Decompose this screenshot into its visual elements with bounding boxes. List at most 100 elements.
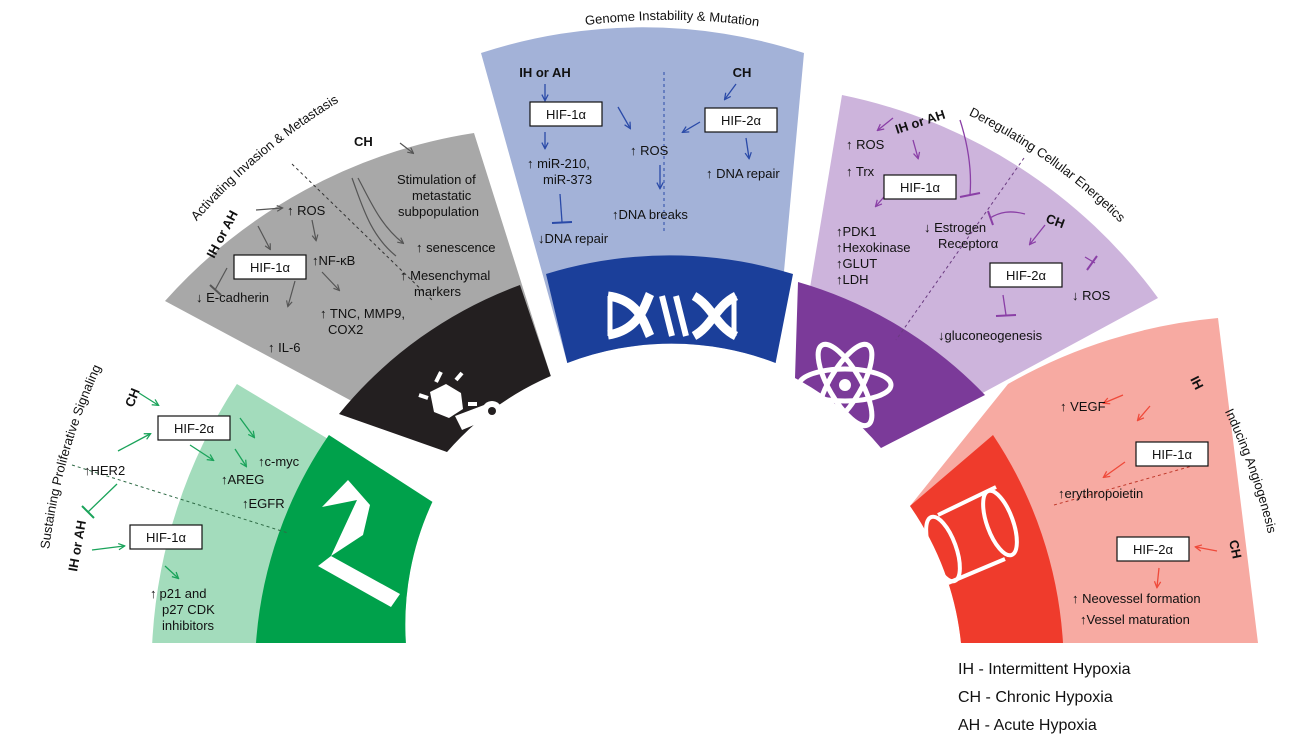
invasion-mes-row: ↑ Mesenchymal (400, 268, 490, 283)
energetics-glut: GLUT (843, 256, 878, 271)
energetics-ldh-row: ↑LDH (836, 272, 869, 287)
invasion-senescence-row: ↑ senescence (416, 240, 496, 255)
angiogenesis-hif2: HIF-2α (1133, 542, 1174, 557)
energetics-estrogen1: Estrogen (934, 220, 986, 235)
proliferative-content (71, 392, 289, 578)
invasion-ecad-row: ↓ E-cadherin (196, 290, 269, 305)
invasion-nfkb-row: ↑NF-κB (312, 253, 355, 268)
invasion-mes1: Mesenchymal (410, 268, 490, 283)
angiogenesis-dark-band (910, 435, 1063, 643)
angiogenesis-vegf: VEGF (1070, 399, 1105, 414)
angiogenesis-epo: erythropoietin (1065, 486, 1144, 501)
energetics-hif1-box (883, 174, 957, 200)
proliferative-title: Sustaining Proliferative Signaling (37, 362, 104, 550)
genome-ros-row: ↑ ROS (630, 143, 669, 158)
genome-dna-repair-down-row: ↓DNA repair (538, 231, 609, 246)
genome-dna-breaks: DNA breaks (619, 207, 689, 222)
energetics-hif2-box (989, 262, 1063, 288)
proliferative-her2-row: ↑HER2 (84, 463, 125, 478)
invasion-senescence: senescence (426, 240, 495, 255)
energetics-estrogen2: Receptorα (938, 236, 999, 251)
proliferative-cmyc-row: ↑c-myc (258, 454, 300, 469)
energetics-ros2: ROS (1082, 288, 1111, 303)
energetics-gluconeo-row: ↓gluconeogenesis (938, 328, 1043, 343)
invasion-ch: CH (354, 134, 373, 149)
invasion-cox2: COX2 (328, 322, 363, 337)
energetics-ldh: LDH (843, 272, 869, 287)
proliferative-her2: HER2 (91, 463, 126, 478)
angiogenesis-epo-row: ↑erythropoietin (1058, 486, 1143, 501)
genome-title: Genome Instability & Mutation (584, 8, 760, 30)
invasion-hif1-box (233, 254, 307, 280)
angiogenesis-hif1-box (1135, 441, 1209, 467)
genome-ros: ROS (640, 143, 669, 158)
genome-dark-band (546, 255, 793, 363)
invasion-stim3: subpopulation (398, 204, 479, 219)
turn-arrow-icon (318, 480, 400, 607)
vessel-icon (924, 485, 1019, 585)
angiogenesis-vegf-row: ↑ VEGF (1060, 399, 1106, 414)
angiogenesis-neo: Neovessel formation (1082, 591, 1201, 606)
invasion-hif1: HIF-1α (250, 260, 291, 275)
sector-proliferative (152, 384, 433, 643)
genome-dna-repair-down: DNA repair (545, 231, 609, 246)
dna-icon (607, 291, 739, 341)
genome-hif2: HIF-2α (721, 113, 762, 128)
invasion-ros: ROS (297, 203, 326, 218)
energetics-ch: CH (1044, 211, 1067, 232)
invasion-tnc: TNC, MMP9, (330, 306, 405, 321)
invasion-ros-row: ↑ ROS (287, 203, 326, 218)
energetics-hexokinase-row: ↑Hexokinase (836, 240, 910, 255)
proliferative-p21-row: ↑p21 and (150, 586, 207, 601)
invasion-mes2: markers (414, 284, 461, 299)
legend: IH - Intermittent Hypoxia CH - Chronic H… (958, 656, 1131, 740)
energetics-hif1: HIF-1α (900, 180, 941, 195)
legend-ah: AH - Acute Hypoxia (958, 717, 1097, 734)
invasion-stim2: metastatic (412, 188, 472, 203)
invasion-ecad: E-cadherin (206, 290, 269, 305)
genome-hif2-box (704, 107, 778, 133)
genome-mir-row: ↑ miR-210, (527, 156, 590, 171)
proliferative-hif2: HIF-2α (174, 421, 215, 436)
atom-icon (796, 341, 894, 429)
proliferative-p21: p21 and (160, 586, 207, 601)
energetics-ros: ROS (856, 137, 885, 152)
invasion-stim1: Stimulation of (397, 172, 476, 187)
invasion-tnc-row: ↑ TNC, MMP9, (320, 306, 405, 321)
proliferative-ih-ah: IH or AH (65, 519, 89, 572)
legend-ih: IH - Intermittent Hypoxia (958, 661, 1131, 678)
proliferative-areg-row: ↑AREG (221, 472, 264, 487)
proliferative-cmyc: c-myc (265, 454, 300, 469)
angiogenesis-hif2-box (1116, 536, 1190, 562)
angiogenesis-mat: Vessel maturation (1087, 612, 1190, 627)
genome-mir2: miR-373 (543, 172, 592, 187)
genome-hif1-box (529, 101, 603, 127)
angiogenesis-ch: CH (1226, 539, 1245, 560)
genome-ih-ah: IH or AH (519, 65, 571, 80)
energetics-content (876, 117, 1098, 341)
energetics-trx: Trx (856, 164, 875, 179)
invasion-nfkb: NF-κB (319, 253, 356, 268)
energetics-estrogen-row: ↓ Estrogen (924, 220, 986, 235)
cell-detach-icon (418, 371, 502, 430)
genome-dna-repair-up: DNA repair (716, 166, 780, 181)
proliferative-p27: p27 CDK (162, 602, 215, 617)
energetics-gluconeo: gluconeogenesis (945, 328, 1043, 343)
angiogenesis-ih: IH (1187, 374, 1206, 392)
proliferative-hif2-box (157, 415, 231, 441)
genome-dna-repair-up-row: ↑ DNA repair (706, 166, 780, 181)
proliferative-hif1-box (129, 524, 203, 550)
genome-content (545, 72, 749, 232)
proliferative-hif1: HIF-1α (146, 530, 187, 545)
angiogenesis-neo-row: ↑ Neovessel formation (1072, 591, 1201, 606)
energetics-ros2-row: ↓ ROS (1072, 288, 1111, 303)
energetics-pdk1: PDK1 (843, 224, 877, 239)
proliferative-inhibitors: inhibitors (162, 618, 215, 633)
invasion-content (209, 142, 433, 306)
sector-invasion (165, 133, 551, 452)
energetics-pdk1-row: ↑PDK1 (836, 224, 876, 239)
energetics-hexokinase: Hexokinase (843, 240, 911, 255)
invasion-il6: IL-6 (278, 340, 300, 355)
proliferative-egfr-row: ↑EGFR (242, 496, 285, 511)
